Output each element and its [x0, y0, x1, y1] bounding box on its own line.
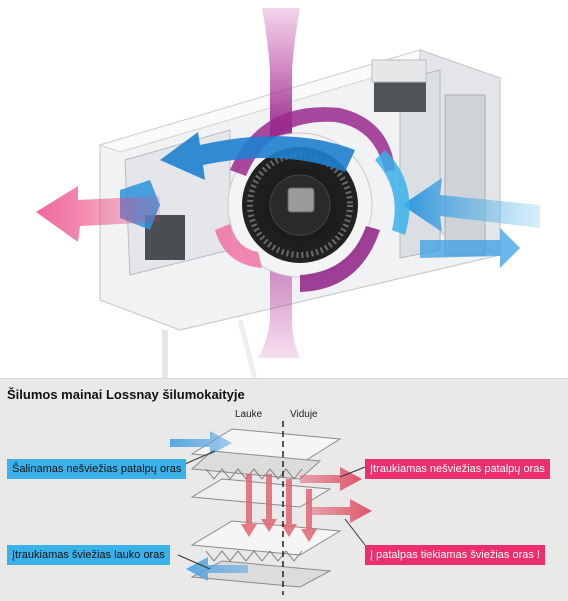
ventilation-unit-illustration	[0, 0, 568, 378]
label-intake-stale: Įtraukiamas nešviežias patalpų oras	[365, 459, 550, 479]
label-supply-fresh: Į patalpas tiekiamas šviežias oras !	[365, 545, 545, 565]
label-exhaust-stale: Šalinamas nešviežias patalpų oras	[7, 459, 186, 479]
leader-line-supply	[345, 519, 365, 545]
unit-cutaway-drawing	[0, 0, 568, 378]
label-intake-fresh: Įtraukiamas šviežias lauko oras	[7, 545, 170, 565]
pink-supply-arrow	[310, 499, 372, 523]
exchanger-core-drawing	[0, 379, 568, 601]
fan-hub	[288, 188, 314, 212]
heat-exchange-panel: Šilumos mainai Lossnay šilumokaityje Lau…	[0, 378, 568, 601]
